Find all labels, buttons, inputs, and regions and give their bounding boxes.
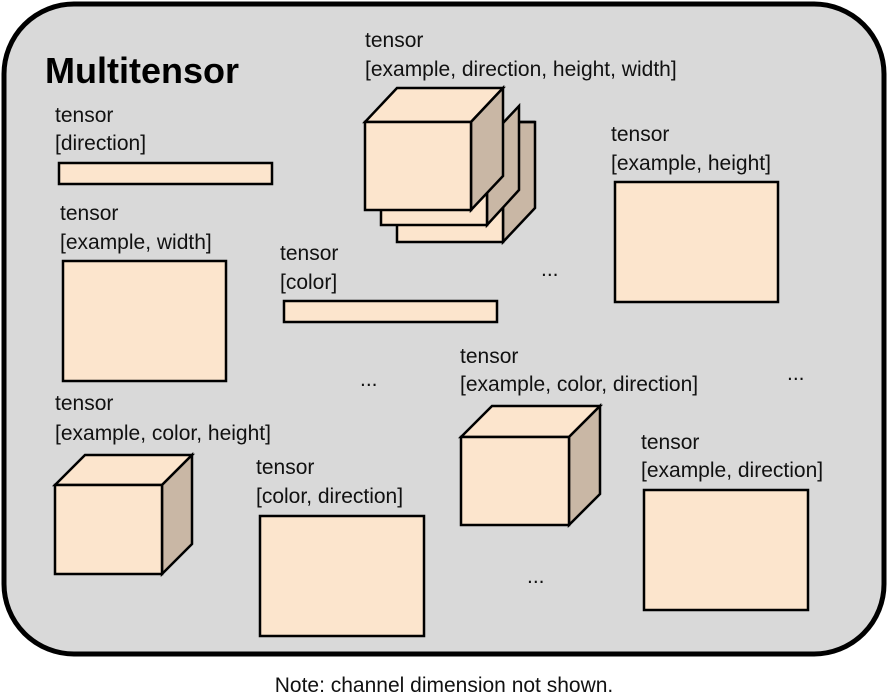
tensor-example-direction-height-width-label-line2: [example, direction, height, width] bbox=[365, 58, 677, 81]
tensor-example-height-rect-shape bbox=[613, 180, 780, 304]
tensor-color-direction-label-line2: [color, direction] bbox=[256, 485, 403, 508]
tensor-color-label-line2: [color] bbox=[280, 271, 337, 294]
tensor-color-direction-rect-shape bbox=[258, 514, 426, 638]
ellipsis-4: ... bbox=[527, 565, 545, 588]
tensor-direction: tensor [direction] bbox=[55, 104, 274, 186]
tensor-example-color-height: tensor [example, color, height] bbox=[51, 392, 271, 578]
tensor-example-height: tensor [example, height] bbox=[611, 123, 780, 304]
tensor-example-direction-height-width-label-line1: tensor bbox=[365, 29, 423, 52]
tensor-example-color-direction: tensor [example, color, direction] bbox=[457, 345, 698, 529]
diagram-title: Multitensor bbox=[45, 50, 239, 91]
tensor-example-color-height-label-line1: tensor bbox=[55, 392, 113, 415]
tensor-example-color-direction-label-line2: [example, color, direction] bbox=[460, 373, 698, 396]
ellipsis-1: ... bbox=[541, 258, 559, 281]
tensor-example-width-label-line2: [example, width] bbox=[60, 231, 212, 254]
tensor-direction-bar-shape bbox=[57, 161, 274, 186]
tensor-example-direction-label-line2: [example, direction] bbox=[641, 459, 823, 482]
tensor-example-direction: tensor [example, direction] bbox=[641, 431, 823, 612]
tensor-example-height-label-line1: tensor bbox=[611, 123, 669, 146]
cube-stack-front-shape bbox=[362, 84, 506, 214]
tensor-example-width: tensor [example, width] bbox=[60, 202, 228, 383]
tensor-example-width-label-line1: tensor bbox=[60, 202, 118, 225]
tensor-example-height-label-line2: [example, height] bbox=[611, 152, 771, 175]
tensor-example-color-height-label-line2: [example, color, height] bbox=[55, 422, 271, 445]
tensor-color-direction-label-line1: tensor bbox=[256, 456, 314, 479]
tensor-example-color-direction-cube-shape bbox=[457, 402, 604, 529]
tensor-color-direction: tensor [color, direction] bbox=[256, 456, 426, 638]
tensor-example-color-height-cube-shape bbox=[51, 451, 196, 578]
tensor-example-direction-rect-shape bbox=[642, 488, 810, 612]
ellipsis-2: ... bbox=[360, 368, 378, 391]
ellipsis-3: ... bbox=[787, 362, 805, 385]
footnote: Note: channel dimension not shown. bbox=[275, 674, 614, 697]
tensor-color: tensor [color] bbox=[280, 242, 499, 324]
tensor-color-bar-shape bbox=[282, 299, 499, 324]
tensor-example-color-direction-label-line1: tensor bbox=[460, 345, 518, 368]
tensor-direction-label-line1: tensor bbox=[55, 104, 113, 127]
tensor-example-direction-height-width: tensor [example, direction, height, widt… bbox=[362, 29, 677, 246]
tensor-color-label-line1: tensor bbox=[280, 242, 338, 265]
tensor-direction-label-line2: [direction] bbox=[55, 132, 146, 155]
tensor-example-width-rect-shape bbox=[61, 259, 228, 383]
tensor-example-direction-label-line1: tensor bbox=[641, 431, 699, 454]
